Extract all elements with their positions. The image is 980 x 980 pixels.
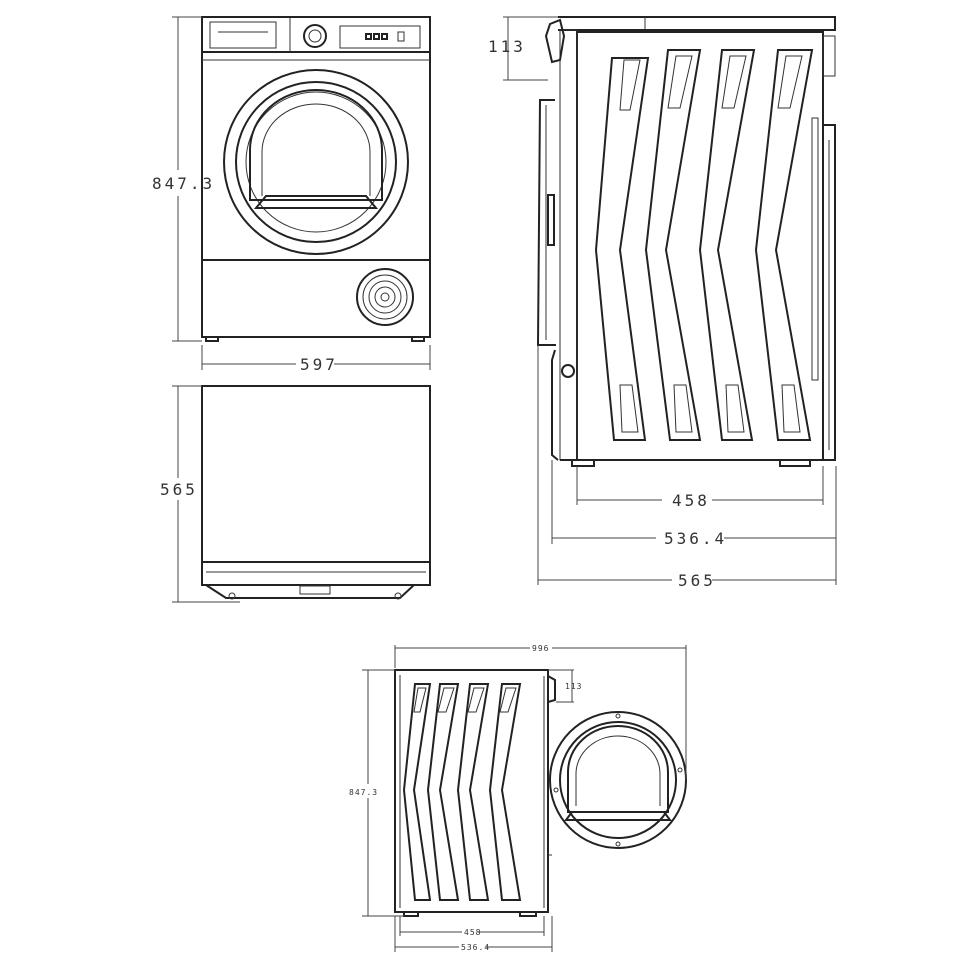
side-rib-3 [698,49,756,441]
open-base-536-label: 536.4 [461,943,490,952]
open-door-ring [549,711,687,849]
program-knob [303,24,327,48]
drawer [209,21,277,49]
foot-right [411,336,425,342]
foot-left [205,336,219,342]
vent-grille [356,268,414,326]
top-back-panel [205,584,415,599]
side-lid-dimension: 113 [488,16,558,81]
front-width-label: 597 [300,355,338,374]
side-rib-4 [754,49,814,441]
side-view [536,16,836,467]
lint-filter [253,195,379,209]
open-width-dimension: 996 [394,644,687,780]
front-height-label: 847.3 [152,174,215,193]
open-base-458-label: 458 [464,928,481,937]
front-width-dimension: 597 [201,345,431,374]
open-base-458-dimension: 458 [399,916,545,937]
open-lid-label: 113 [565,682,582,691]
side-top-lid [558,16,836,31]
side-lid-label: 113 [488,37,526,56]
front-body [201,16,431,338]
side-base-536-dimension: 536.4 [551,460,837,585]
open-base-536-dimension: 536.4 [394,916,553,952]
display-panel [339,25,421,49]
side-base-536-label: 536.4 [664,529,727,548]
drum-opening [249,89,383,201]
open-body [394,669,549,913]
top-depth-label: 565 [160,480,198,499]
open-width-label: 996 [532,644,549,653]
front-view [201,16,431,342]
open-height-dimension: 847.3 [349,669,404,917]
side-base-458-dimension: 458 [576,466,824,510]
side-total-565-label: 565 [678,571,716,590]
side-base-458-label: 458 [672,491,710,510]
open-height-label: 847.3 [349,788,378,797]
front-height-dimension: 847.3 [152,16,215,342]
door-ring [223,69,409,255]
top-depth-dimension: 565 [160,385,240,603]
side-rib-2 [644,49,702,441]
open-drum [567,725,669,813]
side-rib-1 [594,57,650,441]
side-door-profile [536,99,556,346]
open-lid-dimension: 113 [548,669,582,703]
top-view [201,385,431,600]
open-door-view [394,669,687,917]
top-body [201,385,431,563]
side-total-565-dimension: 565 [537,345,836,590]
